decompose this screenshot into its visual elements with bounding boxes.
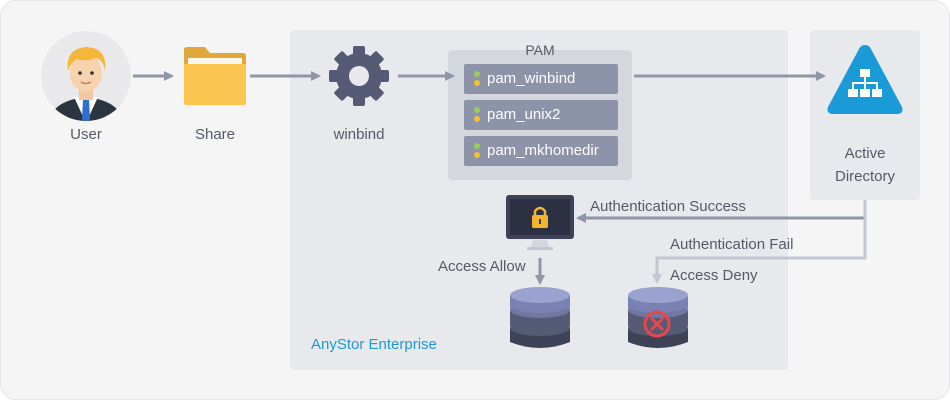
pam-module-label: pam_unix2 [487,106,561,123]
pam-module-winbind: pam_winbind [464,64,618,94]
status-dot-green [474,107,480,113]
monitor-lock-icon [505,194,575,254]
arrow-auth-fail [652,200,867,284]
status-dot-yellow [474,116,480,122]
anystor-enterprise-label: AnyStor Enterprise [311,336,437,353]
access-deny-label: Access Deny [670,267,758,284]
active-directory-icon [825,41,905,119]
status-dot-yellow [474,80,480,86]
pam-module-unix2: pam_unix2 [464,100,618,130]
status-dot-yellow [474,152,480,158]
auth-fail-label: Authentication Fail [670,236,794,253]
gear-icon [328,45,390,107]
status-dot-green [474,71,480,77]
status-dot-green [474,143,480,149]
user-label: User [70,126,102,143]
pam-module-label: pam_winbind [487,70,576,87]
active-directory-label: Active Directory [835,142,895,188]
database-denied-icon [626,286,690,352]
ad-label-line2: Directory [834,168,896,185]
pam-module-mkhomedir: pam_mkhomedir [464,136,618,166]
pam-module-label: pam_mkhomedir [487,142,599,159]
database-icon [508,286,572,352]
folder-icon [183,46,247,106]
user-avatar-icon [41,31,131,121]
pam-title: PAM [525,42,555,58]
access-allow-label: Access Allow [438,258,526,275]
winbind-label: winbind [333,126,385,143]
share-label: Share [194,126,236,143]
auth-success-label: Authentication Success [590,198,746,215]
ad-label-line1: Active [844,145,886,162]
